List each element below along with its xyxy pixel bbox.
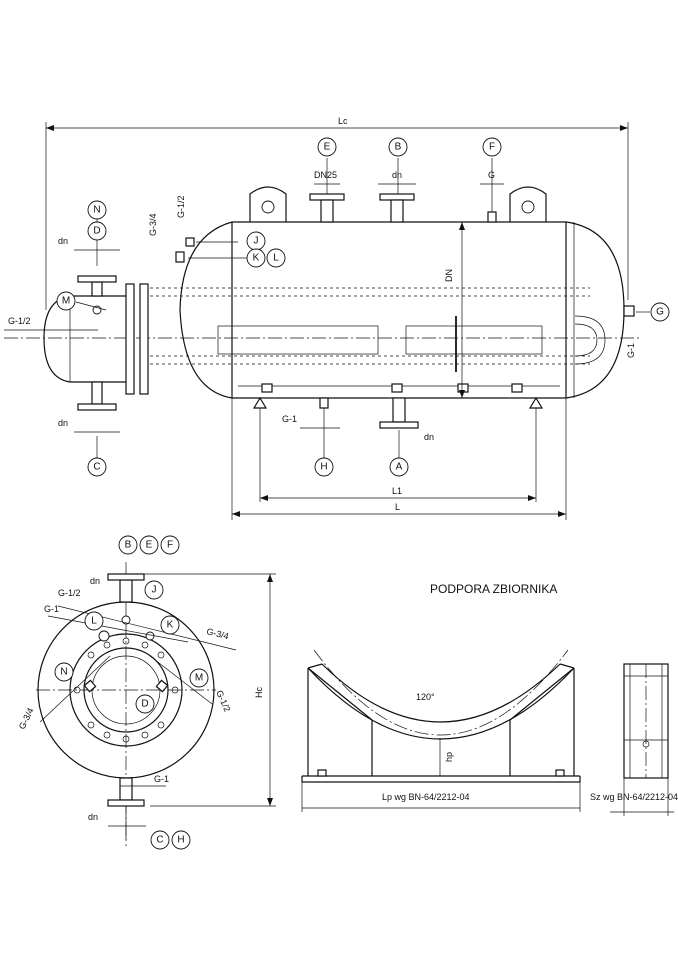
dim-dn-bot: dn	[424, 432, 434, 442]
svg-text:J: J	[152, 585, 157, 596]
svg-text:L: L	[273, 253, 279, 264]
svg-text:C: C	[156, 835, 163, 846]
callout-d-end: D	[135, 694, 155, 714]
callout-c-side: C	[87, 457, 107, 477]
callout-b-top: B	[388, 137, 408, 157]
callout-j-end: J	[144, 580, 164, 600]
svg-text:H: H	[320, 462, 327, 473]
support-hp: hp	[444, 752, 454, 762]
svg-text:F: F	[489, 142, 495, 153]
svg-text:N: N	[60, 667, 67, 678]
callout-n-end: N	[54, 662, 74, 682]
support-length: Lp wg BN-64/2212-04	[382, 792, 470, 802]
dim-g12-left: G-1/2	[8, 316, 31, 326]
ev-g34-left: G-3/4	[17, 706, 36, 731]
callout-h-side: H	[314, 457, 334, 477]
callout-k-end: K	[160, 615, 180, 635]
svg-text:F: F	[167, 540, 173, 551]
bolt-holes	[73, 637, 179, 743]
svg-text:B: B	[395, 142, 402, 153]
callout-f-end: F	[160, 535, 180, 555]
dim-g34-vert: G-3/4	[148, 213, 158, 236]
svg-text:H: H	[177, 835, 184, 846]
support-view: PODPORA ZBIORNIKA hp 120° Lp wg BN-64/22…	[301, 582, 678, 816]
callout-c-end: C	[150, 830, 170, 850]
callout-l-end: L	[84, 611, 104, 631]
dim-dn-top: dn	[392, 170, 402, 180]
svg-text:J: J	[254, 236, 259, 247]
svg-text:G: G	[656, 307, 664, 318]
callout-n-side: N	[87, 200, 107, 220]
svg-text:B: B	[125, 540, 132, 551]
callout-k-side: K	[246, 248, 266, 268]
svg-text:A: A	[396, 462, 403, 473]
dim-l: L	[395, 502, 400, 512]
callout-e-top: E	[317, 137, 337, 157]
ev-dn-top: dn	[90, 576, 100, 586]
dim-g12-vert: G-1/2	[176, 195, 186, 218]
support-width: Sz wg BN-64/2212-04	[590, 792, 678, 802]
ev-dn-bot: dn	[88, 812, 98, 822]
svg-text:C: C	[93, 462, 100, 473]
svg-text:E: E	[324, 142, 331, 153]
callout-m-side: M	[56, 291, 76, 311]
svg-text:K: K	[167, 620, 174, 631]
dim-l1: L1	[392, 486, 402, 496]
callout-m-end: M	[189, 668, 209, 688]
support-angle: 120°	[416, 692, 435, 702]
callout-a-side: A	[389, 457, 409, 477]
dim-dn-shell: DN	[444, 269, 454, 282]
callout-d-side: D	[87, 221, 107, 241]
callout-l-side: L	[266, 248, 286, 268]
svg-text:K: K	[253, 253, 260, 264]
svg-text:M: M	[195, 673, 203, 684]
ev-g1-bot: G-1	[154, 774, 169, 784]
dim-g1-bot: G-1	[282, 414, 297, 424]
svg-text:E: E	[146, 540, 153, 551]
dim-dn25: DN25	[314, 170, 337, 180]
side-view: Lc DN25 dn G	[4, 116, 650, 520]
dim-dn-left-bot: dn	[58, 418, 68, 428]
dim-g1-vert: G-1	[626, 343, 636, 358]
callout-g-side: G	[650, 302, 670, 322]
svg-text:L: L	[91, 616, 97, 627]
callout-j-side: J	[246, 231, 266, 251]
dim-dn-left-top: dn	[58, 236, 68, 246]
svg-text:M: M	[62, 296, 70, 307]
callout-h-end: H	[171, 830, 191, 850]
callout-e-end: E	[139, 535, 159, 555]
dim-lc: Lc	[338, 116, 348, 126]
svg-text:D: D	[93, 226, 100, 237]
callout-f-top: F	[482, 137, 502, 157]
svg-text:N: N	[93, 205, 100, 216]
dim-g-top: G	[488, 170, 495, 180]
dim-hc: Hc	[254, 687, 264, 698]
ev-g12: G-1/2	[58, 588, 81, 598]
svg-text:D: D	[141, 699, 148, 710]
callout-b-end: B	[118, 535, 138, 555]
support-title: PODPORA ZBIORNIKA	[430, 582, 557, 596]
ev-g12-right: G-1/2	[214, 689, 232, 714]
ev-g1: G-1	[44, 604, 59, 614]
ev-g34-right: G-3/4	[206, 626, 230, 641]
